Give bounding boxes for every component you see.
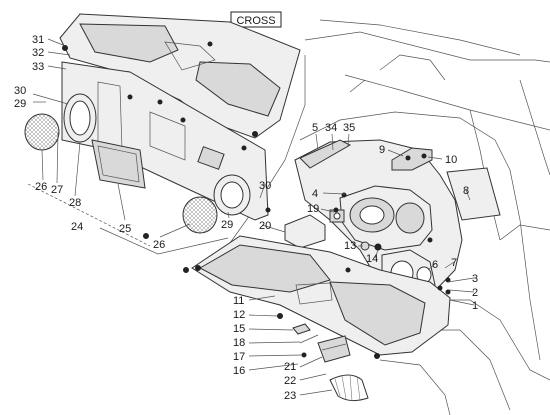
callout-3: 3 xyxy=(472,273,478,285)
left-speaker-ring xyxy=(63,93,97,143)
vent-duct-connector xyxy=(317,335,351,363)
callout-16: 16 xyxy=(233,365,245,377)
callout-21: 21 xyxy=(284,361,296,373)
callout-29-left: 29 xyxy=(14,98,26,110)
right-speaker-ring xyxy=(213,174,251,216)
callout-1: 1 xyxy=(472,300,478,312)
callout-26-left: 26 xyxy=(35,181,47,193)
flexible-hose xyxy=(329,374,369,402)
rear-trim-panel xyxy=(61,61,271,221)
callout-18: 18 xyxy=(233,337,245,349)
callout-9: 9 xyxy=(379,144,385,156)
side-access-panel xyxy=(446,167,501,221)
scooter-front-shell xyxy=(299,19,550,415)
instrument-cluster-housing xyxy=(339,185,433,251)
socket-14 xyxy=(374,243,382,251)
callout-19: 19 xyxy=(307,203,319,215)
callout-24: 24 xyxy=(71,221,83,233)
right-speaker-grille xyxy=(182,196,218,234)
cup-holder-box xyxy=(91,139,146,189)
usb-module xyxy=(329,209,345,223)
callout-26-right: 26 xyxy=(153,239,165,251)
small-fasteners xyxy=(183,267,319,358)
callout-8: 8 xyxy=(463,185,469,197)
callout-25: 25 xyxy=(119,223,131,235)
callout-12: 12 xyxy=(233,309,245,321)
callout-23: 23 xyxy=(284,390,296,402)
upper-glovebox-tray xyxy=(59,13,301,139)
callout-20: 20 xyxy=(259,220,271,232)
callout-6: 6 xyxy=(432,259,438,271)
cross-variant-box: CROSS xyxy=(230,11,282,28)
callout-30-right: 30 xyxy=(259,180,271,192)
callout-32: 32 xyxy=(32,47,44,59)
lower-glovebox-tray xyxy=(191,235,451,359)
callout-28: 28 xyxy=(69,197,81,209)
vent-filter-block xyxy=(284,214,326,249)
callout-5: 5 xyxy=(312,122,318,134)
callout-13: 13 xyxy=(344,240,356,252)
callout-7: 7 xyxy=(451,257,457,269)
callout-4: 4 xyxy=(312,188,318,200)
callout-29-right: 29 xyxy=(221,219,233,231)
callout-33: 33 xyxy=(32,61,44,73)
callout-22: 22 xyxy=(284,375,296,387)
group-divider-line xyxy=(224,55,306,251)
callout-2: 2 xyxy=(472,287,478,299)
callout-27: 27 xyxy=(51,184,63,196)
mounting-bracket xyxy=(391,147,433,171)
callout-labels: 31 32 33 30 29 26 27 28 24 25 26 29 30 2… xyxy=(14,34,478,402)
callout-14: 14 xyxy=(366,253,378,265)
callout-34: 34 xyxy=(325,122,337,134)
callout-10: 10 xyxy=(445,154,457,166)
cross-variant-label: CROSS xyxy=(236,15,275,27)
callout-17: 17 xyxy=(233,351,245,363)
callout-31: 31 xyxy=(32,34,44,46)
callout-35: 35 xyxy=(343,122,355,134)
left-speaker-grille xyxy=(24,113,60,151)
callout-30-left: 30 xyxy=(14,85,26,97)
leader-lines xyxy=(32,38,475,396)
callout-11: 11 xyxy=(233,295,244,307)
assembly-guide-lines xyxy=(27,183,229,255)
callout-15: 15 xyxy=(233,323,245,335)
